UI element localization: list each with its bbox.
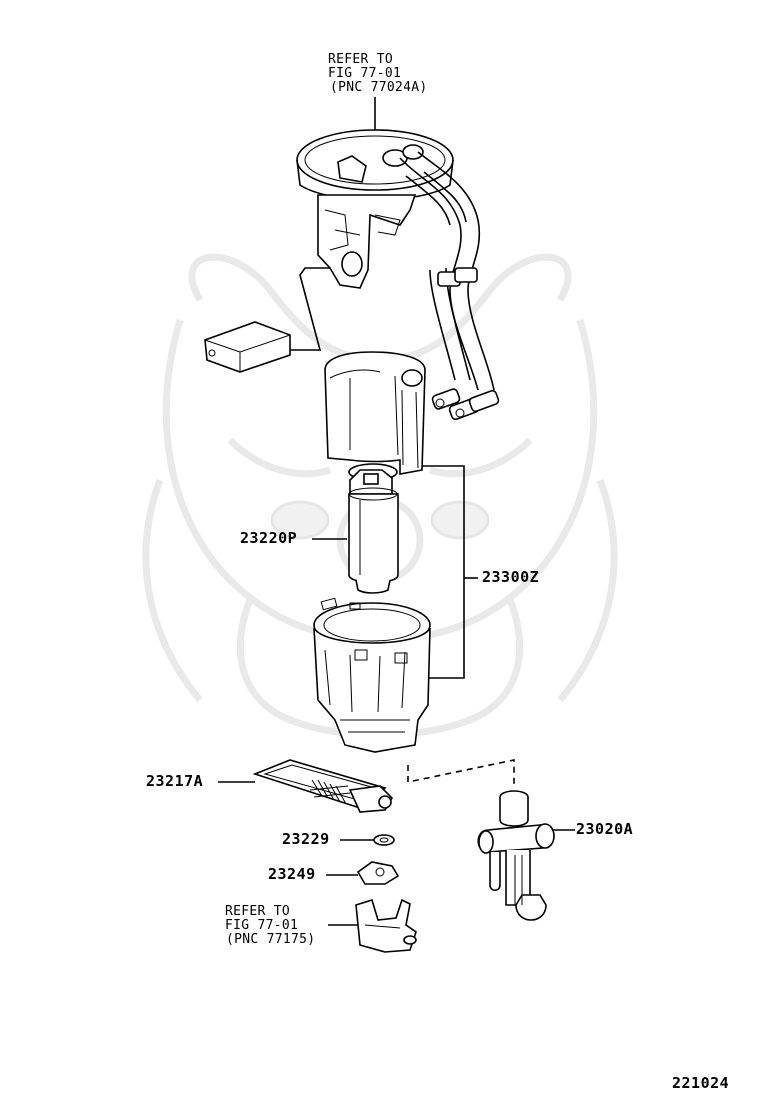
pressure-regulator bbox=[477, 790, 575, 921]
bottom-reference-line3: (PNC 77175) bbox=[226, 932, 316, 947]
figure-number: 221024 bbox=[672, 1074, 730, 1092]
reference-part-77175 bbox=[328, 898, 417, 953]
top-reference-line3: (PNC 77024A) bbox=[330, 80, 428, 95]
fuel-hoses bbox=[399, 151, 500, 421]
strainer-mesh bbox=[309, 779, 351, 805]
washer bbox=[340, 834, 395, 846]
bottom-reference-line2: FIG 77-01 bbox=[225, 918, 299, 933]
leader-dashed bbox=[407, 759, 515, 785]
callout-23300z[interactable]: 23300Z bbox=[482, 568, 540, 586]
callout-23220p[interactable]: 23220P bbox=[240, 529, 298, 547]
bottom-reference-line1: REFER TO bbox=[225, 904, 291, 919]
filter-upper-housing bbox=[324, 351, 426, 475]
filter-lower-housing bbox=[313, 597, 431, 753]
callout-23217a[interactable]: 23217A bbox=[146, 772, 204, 790]
fuel-pump bbox=[348, 463, 399, 594]
top-reference-line1: REFER TO bbox=[328, 52, 394, 67]
fuel-strainer bbox=[218, 759, 394, 813]
callout-23229[interactable]: 23229 bbox=[282, 830, 330, 848]
bracket-23300z bbox=[422, 465, 478, 679]
fuel-sender-flange bbox=[204, 97, 454, 373]
top-reference-line2: FIG 77-01 bbox=[328, 66, 402, 81]
callout-23249[interactable]: 23249 bbox=[268, 865, 316, 883]
clip bbox=[326, 861, 400, 885]
callout-23020a[interactable]: 23020A bbox=[576, 820, 634, 838]
